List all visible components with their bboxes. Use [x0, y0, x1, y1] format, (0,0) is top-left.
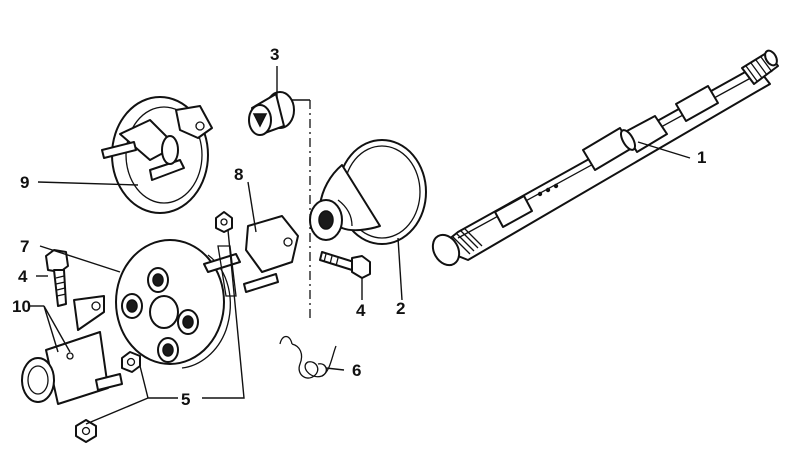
lower-clamp-yoke: [21, 295, 123, 405]
bolt-left: [45, 249, 69, 307]
callout-part-1: 1: [697, 148, 706, 167]
callout-labels: 1 2 3 4 4 5 6 7 8 9 10: [12, 45, 706, 409]
callout-part-9: 9: [20, 173, 29, 192]
callout-part-4b: 4: [356, 301, 366, 320]
leader-lines: [30, 66, 691, 425]
callout-part-10: 10: [12, 297, 31, 316]
callout-part-3: 3: [270, 45, 279, 64]
hex-nut-upper: [215, 211, 233, 233]
bolt-right: [319, 251, 371, 279]
callout-part-5: 5: [181, 390, 190, 409]
shaft-boot: [309, 139, 427, 245]
callout-part-8: 8: [234, 165, 243, 184]
upper-clamp-yoke: [203, 215, 299, 297]
callout-part-2: 2: [396, 299, 405, 318]
flange-cover: [101, 96, 213, 214]
callout-part-4a: 4: [18, 267, 28, 286]
callout-part-6: 6: [352, 361, 361, 380]
hex-nut-lower: [75, 419, 97, 443]
hex-nut-middle: [121, 351, 141, 373]
torsion-spring: [279, 335, 337, 379]
callout-part-7: 7: [20, 237, 29, 256]
bushing: [248, 91, 295, 136]
flexible-coupling-disc: [115, 239, 231, 369]
steering-shaft: [431, 49, 779, 267]
